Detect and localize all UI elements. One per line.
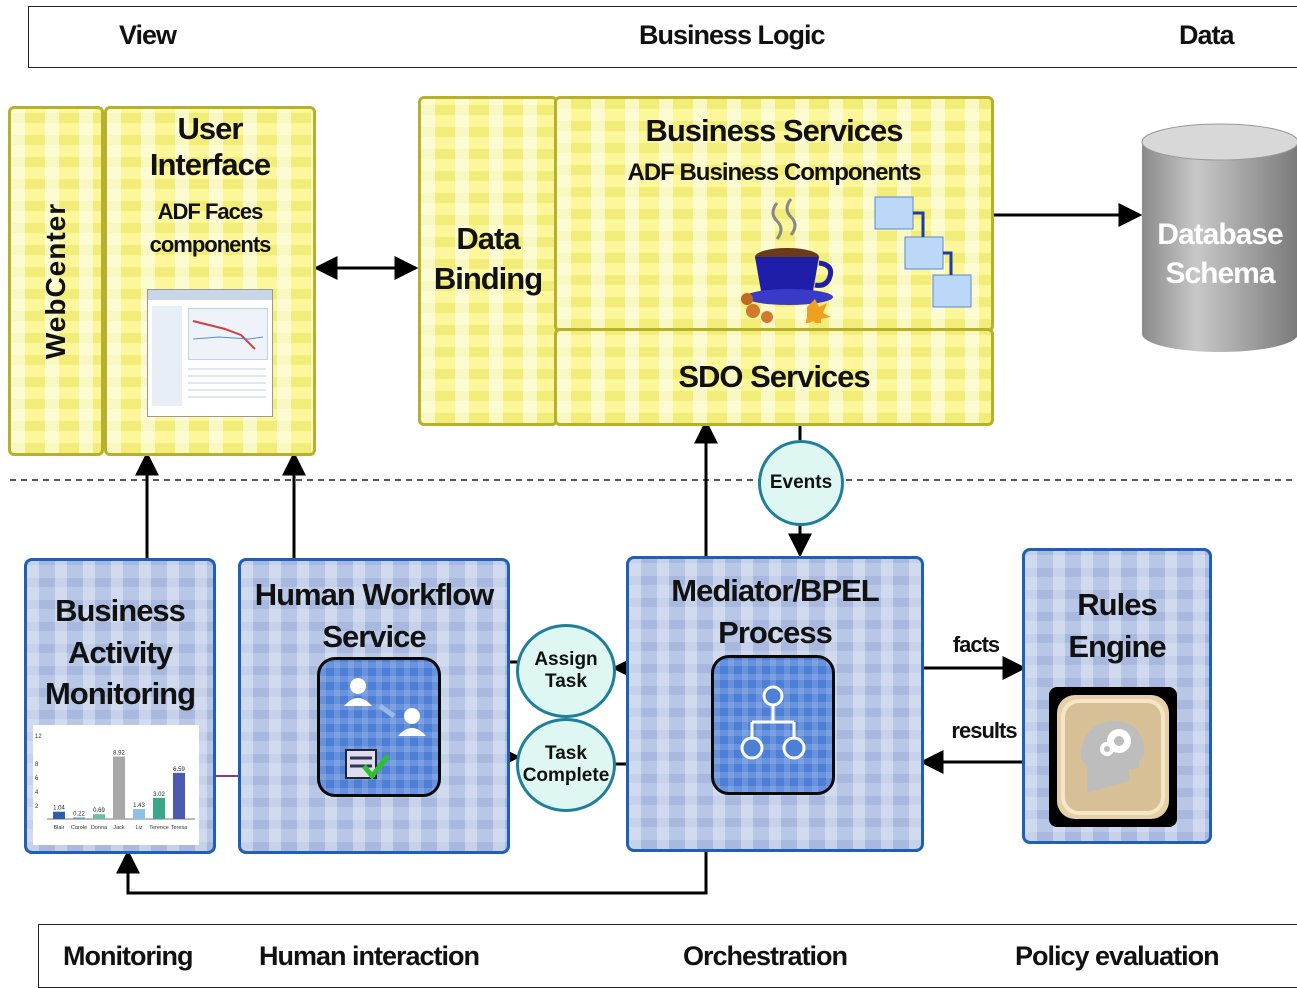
rules-line1: Rules [1077, 587, 1157, 622]
data-binding-label: Data Binding [421, 221, 555, 296]
database-label: Database Schema [1140, 218, 1297, 291]
ui-line2: Interface [149, 146, 271, 182]
mediator-line1: Mediator/BPEL [671, 573, 879, 608]
bam-value-label: 0.69 [93, 808, 105, 814]
task-complete-node: Task Complete [516, 718, 616, 812]
bam-category-label: Carole [71, 825, 87, 831]
webcenter-label: WebCenter [40, 202, 71, 360]
bam-bar [153, 797, 165, 819]
sdo-services-label: SDO Services [678, 359, 870, 394]
ui-line4: components [149, 232, 272, 258]
ui-line1: User [177, 111, 244, 146]
assign-task-line1: Assign [534, 649, 598, 671]
capability-footer-band: Monitoring Human interaction Orchestrati… [38, 924, 1297, 988]
bam-ytick-label: 4 [35, 790, 39, 796]
business-logic-layer-label: Business Logic [639, 20, 826, 50]
bam-line3: Monitoring [44, 676, 196, 712]
bam-category-label: Teresa [171, 825, 188, 831]
business-services-box: Business Services ADF Business Component… [554, 96, 994, 332]
database-line2: Schema [1165, 256, 1275, 290]
bam-bar [133, 808, 145, 819]
bam-ytick-label: 12 [35, 734, 42, 740]
bam-line1: Business [55, 593, 186, 628]
java-coffee-cup-icon [741, 198, 834, 323]
rules-brain-icon [1049, 687, 1177, 827]
bam-bar [73, 817, 85, 819]
database-line1: Database [1157, 218, 1283, 251]
mediator-title: Mediator/BPEL Process [629, 573, 921, 650]
bam-category-label: Jack [113, 825, 125, 831]
ui-line3: ADF Faces [157, 199, 264, 224]
bam-bar [173, 772, 185, 819]
bam-category-label: Terence [149, 825, 169, 831]
hwf-line2: Service [322, 618, 426, 654]
orchestration-label: Orchestration [683, 941, 848, 971]
bam-value-label: 1.43 [133, 803, 145, 809]
business-components-grid-icon [874, 196, 972, 308]
bam-title: Business Activity Monitoring [27, 593, 213, 712]
human-workflow-title: Human Workflow Service [241, 577, 507, 654]
results-label: results [951, 718, 1017, 743]
assign-task-node: Assign Task [516, 624, 616, 718]
ui-subtitle: ADF Faces components [107, 199, 313, 258]
bam-bar [93, 814, 105, 819]
data-binding-line2: Binding [433, 260, 543, 296]
policy-evaluation-label: Policy evaluation [1015, 941, 1220, 971]
bam-category-label: Liz [135, 825, 142, 831]
user-interface-title: User Interface [107, 111, 313, 182]
business-services-subtitle: ADF Business Components [627, 159, 921, 186]
bam-value-label: 0.22 [73, 811, 85, 817]
data-layer-label: Data [1179, 20, 1235, 50]
bam-ytick-label: 2 [35, 804, 39, 810]
bam-value-label: 3.02 [153, 792, 165, 798]
assign-task-line2: Task [545, 671, 587, 692]
bam-value-label: 8.92 [113, 751, 125, 757]
bam-value-label: 6.59 [173, 767, 185, 773]
bam-ytick-label: 8 [35, 762, 39, 768]
bam-ytick-label: 6 [35, 776, 39, 782]
mediator-bpel-box: Mediator/BPEL Process [626, 556, 924, 852]
bam-value-label: 1.04 [53, 806, 65, 812]
user-interface-box: User Interface ADF Faces components [104, 106, 316, 456]
task-complete-line2: Complete [522, 765, 610, 786]
rules-line2: Engine [1068, 628, 1166, 664]
data-binding-line1: Data [456, 221, 520, 256]
sdo-services-box: SDO Services [554, 328, 994, 426]
view-layer-label: View [119, 20, 177, 50]
bam-line2: Activity [68, 634, 173, 670]
workflow-task-icon [317, 657, 441, 797]
data-binding-box: Data Binding [418, 96, 558, 426]
app-screenshot-thumbnail [147, 289, 273, 417]
bam-bar [113, 756, 125, 819]
rules-engine-box: Rules Engine [1022, 548, 1212, 844]
task-complete-line1: Task [545, 743, 587, 765]
facts-label: facts [952, 632, 1000, 657]
bam-category-label: Donna [91, 825, 108, 831]
bam-category-label: Blair [53, 825, 64, 831]
process-flow-icon [711, 655, 835, 795]
layer-header-band: View Business Logic Data [28, 6, 1297, 68]
monitoring-label: Monitoring [63, 941, 193, 971]
mediator-line2: Process [718, 614, 833, 650]
hwf-line1: Human Workflow [254, 577, 495, 612]
database-schema-cylinder: Database Schema [1140, 120, 1297, 360]
human-interaction-label: Human interaction [259, 941, 480, 971]
business-services-title: Business Services [645, 113, 903, 148]
bam-bar [53, 811, 65, 819]
rules-engine-title: Rules Engine [1025, 587, 1209, 664]
human-workflow-box: Human Workflow Service [238, 558, 510, 854]
events-node: Events [758, 440, 844, 526]
webcenter-box: WebCenter [8, 106, 104, 456]
